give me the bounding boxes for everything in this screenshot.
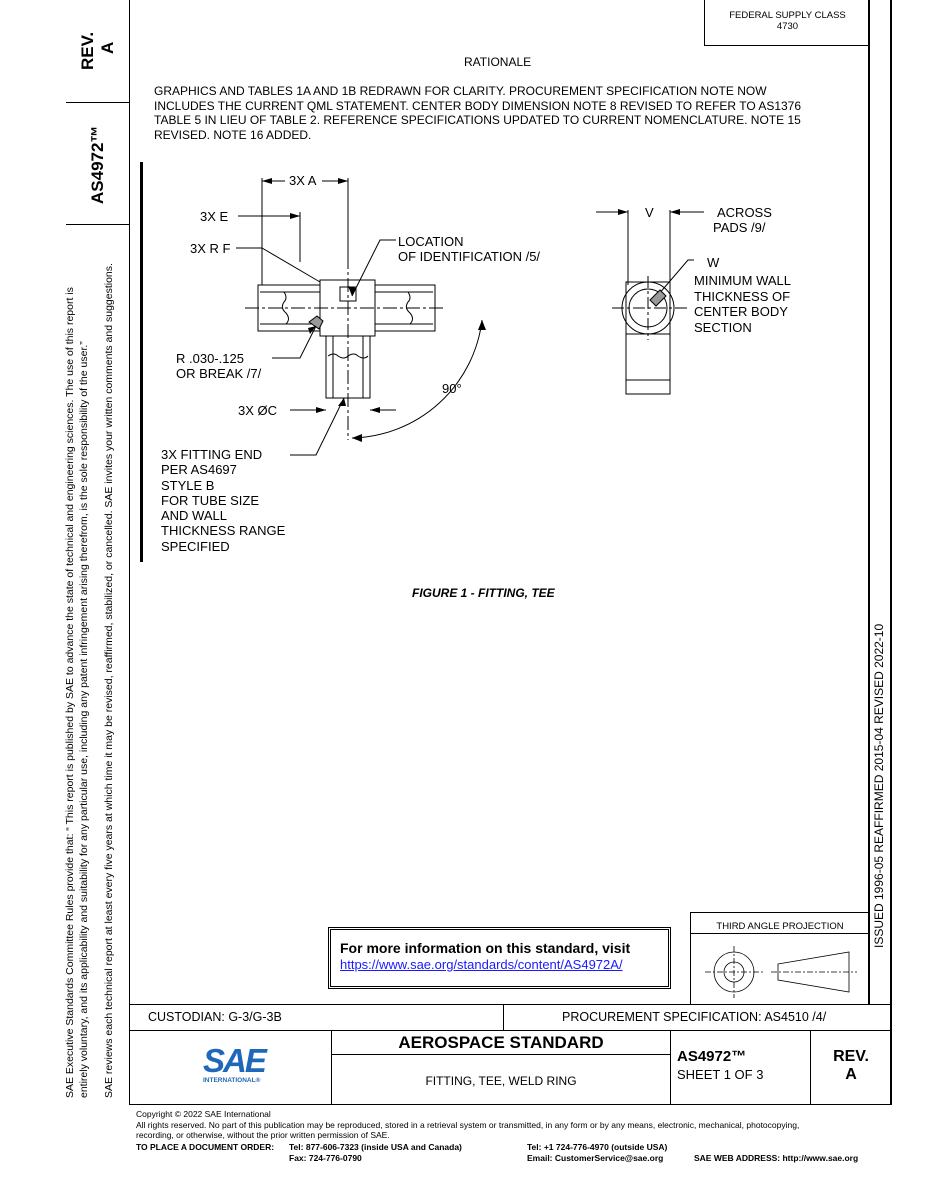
part-title-cell: FITTING, TEE, WELD RING <box>332 1055 671 1105</box>
label-min-wall-line: MINIMUM WALL <box>694 273 792 288</box>
label-across-pads: ACROSS PADS /9/ <box>713 205 772 235</box>
tel-us: Tel: 877-606-7323 (inside USA and Canada… <box>289 1142 462 1152</box>
supply-class-value: 4730 <box>776 21 799 32</box>
info-box-text: For more information on this standard, v… <box>340 940 631 956</box>
rationale-line: INCLUDES THE CURRENT QML STATEMENT. CENT… <box>154 98 802 113</box>
doc-number-text: AS4972™ <box>677 1048 747 1065</box>
label-fitting-end-line: PER AS4697 <box>161 462 237 478</box>
label-min-wall-line: SECTION <box>694 319 752 335</box>
label-across-pads-1: ACROSS <box>717 205 772 220</box>
standard-type-text: AEROSPACE STANDARD <box>398 1033 604 1052</box>
label-radius-1: R .030-.125 <box>176 351 244 366</box>
label-w: W <box>707 255 720 270</box>
frame-top-line <box>129 0 130 1105</box>
part-title-text: FITTING, TEE, WELD RING <box>425 1074 577 1088</box>
custodian-text: CUSTODIAN: G-3/G-3B <box>148 1010 282 1024</box>
rationale-body: GRAPHICS AND TABLES 1A AND 1B REDRAWN FO… <box>154 84 801 142</box>
supply-class-label: FEDERAL SUPPLY CLASS <box>729 10 846 21</box>
label-fitting-end-line: AND WALL <box>161 508 227 524</box>
label-fitting-end-line: THICKNESS RANGE <box>161 523 286 539</box>
label-v: V <box>645 205 654 220</box>
label-fitting-end-line: 3X FITTING END <box>161 447 263 462</box>
sae-logo-text: SAE <box>203 1042 267 1079</box>
figure-caption: FIGURE 1 - FITTING, TEE <box>412 586 555 600</box>
rationale-line: GRAPHICS AND TABLES 1A AND 1B REDRAWN FO… <box>154 84 767 98</box>
label-3x-c: 3X ØC <box>238 403 278 418</box>
rev-value-block: A <box>845 1066 857 1083</box>
rationale-line: TABLE 5 IN LIEU OF TABLE 2. REFERENCE SP… <box>154 113 801 127</box>
email: Email: CustomerService@sae.org <box>527 1152 664 1163</box>
copyright-text: Copyright © 2022 SAE International <box>136 1109 271 1119</box>
rev-cell: REV. A <box>811 1031 891 1105</box>
label-radius-2: OR BREAK /7/ <box>176 366 262 381</box>
label-min-wall-line: CENTER BODY <box>694 304 788 319</box>
sae-logo: SAE INTERNATIONAL® <box>203 1042 267 1084</box>
sae-logo-sub: INTERNATIONAL® <box>203 1077 261 1084</box>
custodian-cell: CUSTODIAN: G-3/G-3B <box>129 1005 504 1031</box>
projection-label: THIRD ANGLE PROJECTION <box>691 913 869 934</box>
order-label: TO PLACE A DOCUMENT ORDER: <box>136 1142 275 1152</box>
order-intl: Tel: +1 724-776-4970 (outside USA) Email… <box>527 1142 667 1163</box>
number-cell: AS4972™ SHEET 1 OF 3 <box>671 1031 811 1105</box>
procurement-cell: PROCUREMENT SPECIFICATION: AS4510 /4/ <box>504 1005 891 1031</box>
change-bar <box>140 162 143 562</box>
third-angle-symbol <box>705 946 857 998</box>
title-block: CUSTODIAN: G-3/G-3B PROCUREMENT SPECIFIC… <box>129 1004 891 1105</box>
rights-text-2: recording, or otherwise, without the pri… <box>136 1130 390 1140</box>
supply-class-box: FEDERAL SUPPLY CLASS 4730 <box>704 0 870 46</box>
label-fitting-end: 3X FITTING END PER AS4697 STYLE B FOR TU… <box>161 447 285 554</box>
frame-outer-right <box>890 0 892 1105</box>
rights-text-1: All rights reserved. No part of this pub… <box>136 1119 800 1130</box>
label-fitting-end-line: STYLE B <box>161 477 215 493</box>
label-location-2: OF IDENTIFICATION /5/ <box>398 249 541 264</box>
label-angle: 90° <box>442 381 462 396</box>
projection-box: THIRD ANGLE PROJECTION <box>690 912 869 1005</box>
label-min-wall: MINIMUM WALL THICKNESS OF CENTER BODY SE… <box>694 273 791 335</box>
rev-label-block: REV. <box>833 1048 869 1065</box>
web-address: SAE WEB ADDRESS: http://www.sae.org <box>694 1153 859 1163</box>
label-across-pads-2: PADS /9/ <box>713 220 766 235</box>
left-break <box>281 291 289 325</box>
footer: Copyright © 2022 SAE International All r… <box>136 1109 886 1141</box>
info-box: For more information on this standard, v… <box>328 927 671 989</box>
angle-arc <box>351 319 483 439</box>
order-phones: Tel: 877-606-7323 (inside USA and Canada… <box>289 1142 462 1163</box>
label-fitting-end-line: FOR TUBE SIZE <box>161 492 259 508</box>
label-3x-a: 3X A <box>289 173 317 188</box>
procurement-text: PROCUREMENT SPECIFICATION: AS4510 /4/ <box>562 1010 827 1024</box>
fax: Fax: 724-776-0790 <box>289 1152 362 1163</box>
rationale-line: REVISED. NOTE 16 ADDED. <box>154 127 312 142</box>
frame-right-line <box>868 0 870 1004</box>
label-location: LOCATION OF IDENTIFICATION /5/ <box>398 234 540 264</box>
tee-fitting-drawing <box>236 178 704 456</box>
label-radius: R .030-.125 OR BREAK /7/ <box>176 351 261 381</box>
rationale-heading: RATIONALE <box>464 55 532 69</box>
label-fitting-end-line: SPECIFIED <box>161 538 230 554</box>
sheet-text: SHEET 1 OF 3 <box>677 1067 764 1082</box>
history-text: ISSUED 1996-05 REAFFIRMED 2015-04 REVISE… <box>872 623 886 948</box>
standard-link[interactable]: https://www.sae.org/standards/content/AS… <box>340 957 623 972</box>
label-location-1: LOCATION <box>398 234 464 249</box>
label-3x-e: 3X E <box>200 209 229 224</box>
label-min-wall-line: THICKNESS OF <box>694 288 791 304</box>
logo-cell: SAE INTERNATIONAL® <box>129 1031 332 1105</box>
standard-type-cell: AEROSPACE STANDARD <box>332 1031 671 1055</box>
tel-intl: Tel: +1 724-776-4970 (outside USA) <box>527 1142 668 1152</box>
label-3x-rf: 3X R F <box>190 241 231 256</box>
